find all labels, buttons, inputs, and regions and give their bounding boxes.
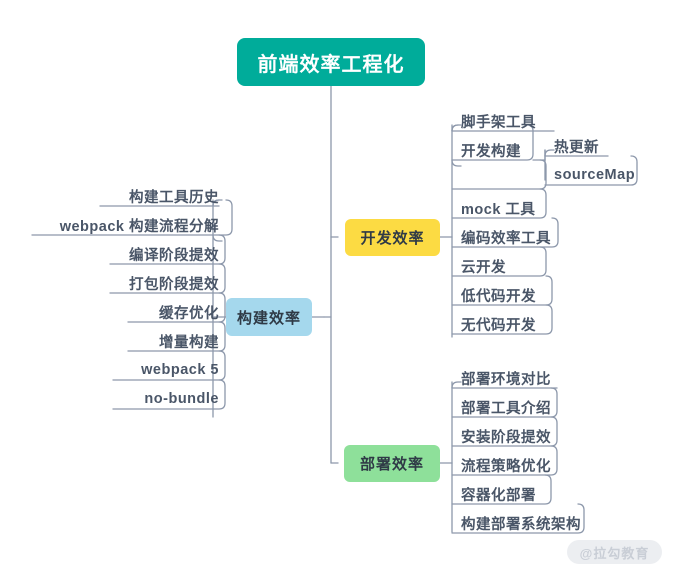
leaf-label: 脚手架工具 (461, 114, 536, 131)
leaf-node-dev-4[interactable]: 云开发 (461, 256, 571, 276)
leaf-node-build-6[interactable]: webpack 5 (110, 360, 219, 380)
leaf-node-deploy-0[interactable]: 部署环境对比 (461, 368, 591, 388)
leaf-node-dev-0[interactable]: 脚手架工具 (461, 111, 591, 131)
leaf-node-build-5[interactable]: 增量构建 (124, 331, 219, 351)
branch-node-dev-label: 开发效率 (360, 230, 425, 247)
root-node[interactable]: 前端效率工程化 (237, 38, 425, 86)
leaf-node-dev-1-child-1[interactable]: sourceMap (554, 165, 649, 185)
leaf-node-build-4[interactable]: 缓存优化 (124, 302, 219, 322)
branch-node-build-label: 构建效率 (236, 309, 301, 327)
watermark: @拉勾教育 (567, 540, 662, 564)
leaf-node-dev-6[interactable]: 无代码开发 (461, 314, 571, 334)
leaf-node-dev-1[interactable]: 开发构建 (461, 140, 571, 160)
leaf-node-dev-5[interactable]: 低代码开发 (461, 285, 571, 305)
branch-node-build[interactable]: 构建效率 (226, 298, 312, 336)
watermark-label: @拉勾教育 (579, 545, 650, 561)
leaf-node-build-0[interactable]: 构建工具历史 (95, 186, 219, 206)
leaf-label: sourceMap (554, 167, 636, 183)
leaf-node-deploy-3[interactable]: 流程策略优化 (461, 455, 591, 475)
leaf-node-build-2[interactable]: 编译阶段提效 (105, 244, 219, 264)
leaf-label: mock 工具 (461, 201, 536, 218)
leaf-label: 部署环境对比 (461, 371, 551, 388)
leaf-node-build-3[interactable]: 打包阶段提效 (105, 273, 219, 293)
leaf-label: 打包阶段提效 (129, 276, 219, 293)
leaf-label: no-bundle (144, 391, 219, 407)
leaf-node-deploy-2[interactable]: 安装阶段提效 (461, 426, 591, 446)
leaf-node-dev-1-child-0[interactable]: 热更新 (554, 136, 644, 156)
leaf-label: 编译阶段提效 (129, 247, 219, 264)
branch-node-dev[interactable]: 开发效率 (345, 219, 440, 256)
leaf-label: 开发构建 (461, 143, 521, 160)
leaf-label: webpack 5 (141, 362, 219, 378)
leaf-node-deploy-1[interactable]: 部署工具介绍 (461, 397, 591, 417)
leaf-node-build-1[interactable]: webpack 构建流程分解 (32, 215, 219, 235)
leaf-label: 编码效率工具 (461, 230, 551, 247)
leaf-node-build-7[interactable]: no-bundle (110, 389, 219, 409)
leaf-label: 构建部署系统架构 (461, 516, 581, 533)
leaf-label: 增量构建 (159, 334, 219, 351)
leaf-label: 容器化部署 (461, 487, 536, 504)
root-node-label: 前端效率工程化 (257, 53, 405, 76)
branch-node-deploy-label: 部署效率 (359, 456, 424, 473)
leaf-label: 缓存优化 (159, 305, 219, 322)
leaf-node-dev-2[interactable]: mock 工具 (461, 198, 571, 218)
leaf-label: 云开发 (461, 259, 506, 276)
leaf-label: 安装阶段提效 (461, 429, 551, 446)
leaf-label: webpack 构建流程分解 (59, 218, 219, 235)
leaf-label: 低代码开发 (461, 288, 536, 305)
leaf-label: 部署工具介绍 (461, 400, 551, 417)
leaf-label: 构建工具历史 (129, 189, 219, 206)
leaf-node-dev-3[interactable]: 编码效率工具 (461, 227, 576, 247)
leaf-label: 流程策略优化 (461, 458, 551, 475)
leaf-node-deploy-4[interactable]: 容器化部署 (461, 484, 591, 504)
leaf-label: 热更新 (554, 139, 599, 156)
leaf-node-deploy-5[interactable]: 构建部署系统架构 (461, 513, 606, 533)
branch-node-deploy[interactable]: 部署效率 (344, 445, 440, 482)
leaf-label: 无代码开发 (461, 317, 536, 334)
